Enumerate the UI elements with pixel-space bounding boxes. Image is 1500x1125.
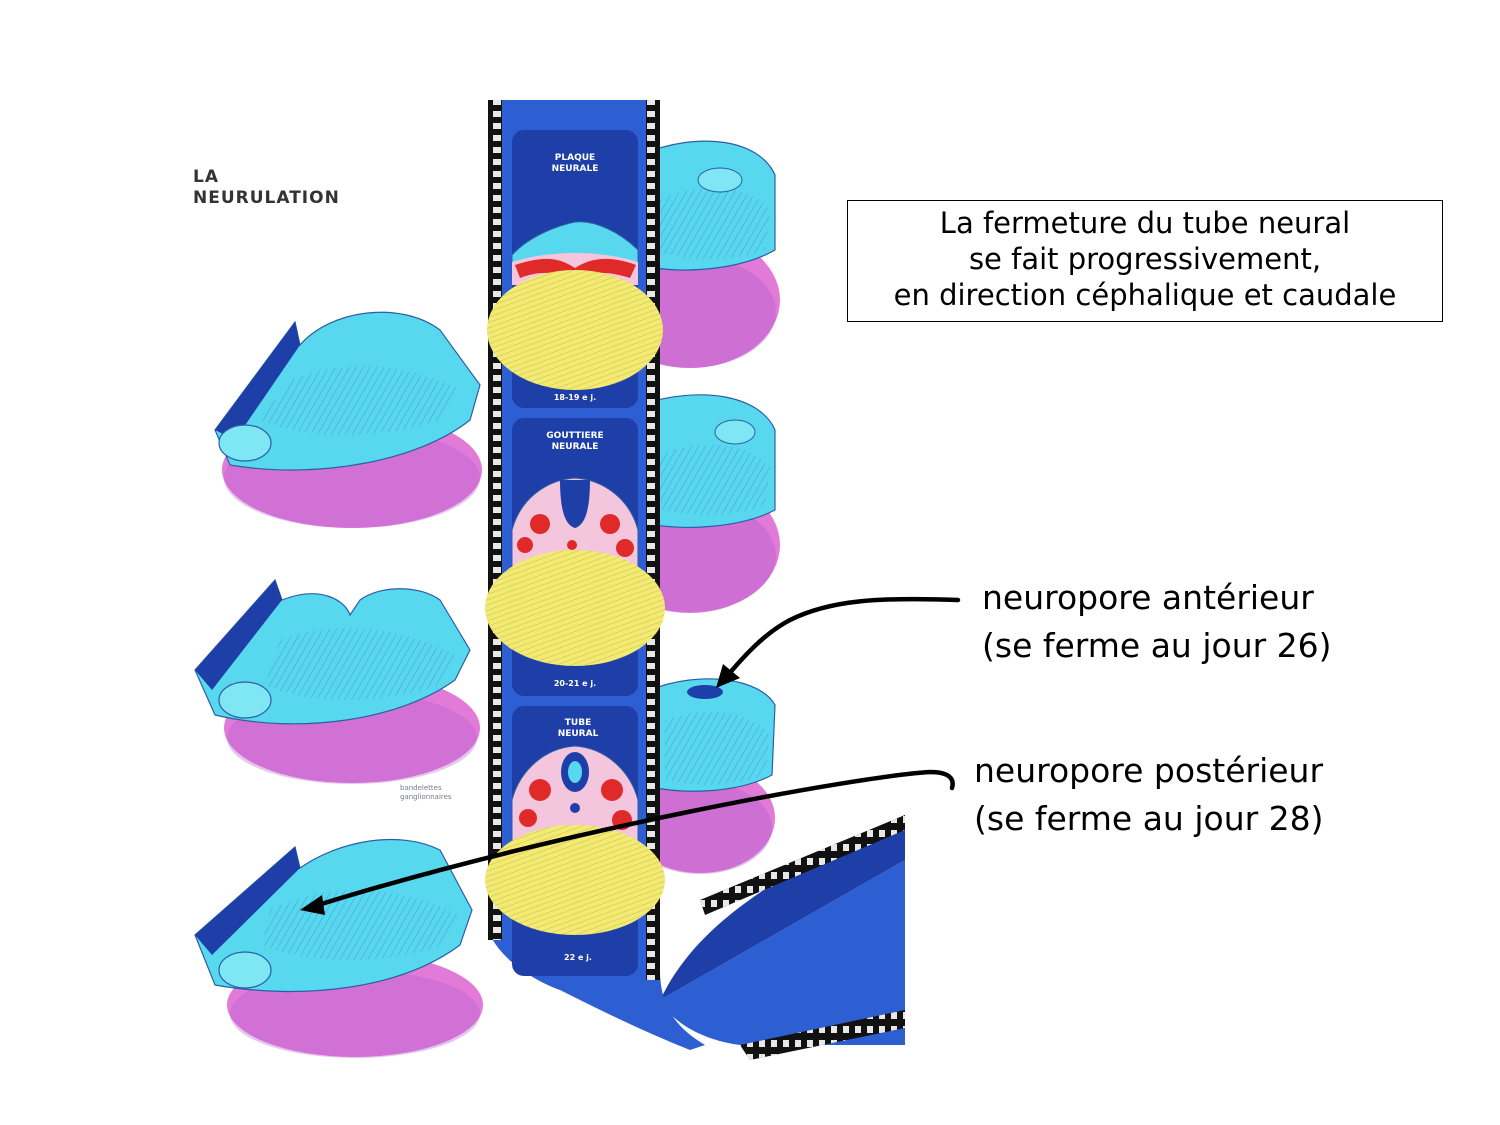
arrow-neuropore-posterieur <box>300 769 955 915</box>
annotation-neuropore-anterieur: neuropore antérieur (se ferme au jour 26… <box>982 574 1332 670</box>
annotation-anterieur-detail: (se ferme au jour 26) <box>982 626 1332 665</box>
info-box-line-3: en direction céphalique et caudale <box>893 278 1397 312</box>
poster-title: LA NEURULATION <box>193 167 340 209</box>
film-frame-1-label-1: PLAQUE <box>555 153 595 163</box>
annotation-posterieur-title: neuropore postérieur <box>974 751 1324 790</box>
annotation-neuropore-posterieur: neuropore postérieur (se ferme au jour 2… <box>974 747 1324 843</box>
film-frame-1-label-2: NEURALE <box>552 164 599 174</box>
poster-title-line-1: LA <box>193 167 219 187</box>
poster-title-line-2: NEURULATION <box>193 188 340 208</box>
film-frame-3: TUBE NEURAL 22 e j. <box>485 718 665 962</box>
film-frame-2-day: 20-21 e j. <box>554 679 596 688</box>
info-box-line-2: se fait progressivement, <box>968 242 1322 276</box>
info-box: La fermeture du tube neural se fait prog… <box>847 200 1443 322</box>
film-frame-1: PLAQUE NEURALE 18-19 e j. <box>487 153 663 402</box>
info-box-line-1: La fermeture du tube neural <box>939 206 1351 240</box>
ganglion-bands-line-2: ganglionnaires <box>400 793 452 801</box>
annotation-anterieur-title: neuropore antérieur <box>982 578 1314 617</box>
embryo-left-1 <box>214 311 482 528</box>
embryo-left-2 <box>194 578 480 784</box>
film-frame-2-label-1: GOUTTIERE <box>546 431 603 441</box>
annotation-posterieur-detail: (se ferme au jour 28) <box>974 799 1324 838</box>
film-frame-1-day: 18-19 e j. <box>554 393 596 402</box>
film-frame-2: GOUTTIERE NEURALE 20-21 e j. <box>485 431 665 688</box>
embryo-left-3 <box>194 838 483 1058</box>
ganglion-bands-line-1: bandelettes <box>400 784 442 792</box>
film-frame-3-day: 22 e j. <box>564 953 592 962</box>
film-frame-3-label-1: TUBE <box>565 718 591 728</box>
film-frame-2-label-2: NEURALE <box>552 442 599 452</box>
film-frame-3-label-2: NEURAL <box>558 729 599 739</box>
ganglion-bands-label: bandelettes ganglionnaires <box>400 784 452 802</box>
film-reel <box>660 815 905 1060</box>
embryo-right-3 <box>625 678 776 874</box>
arrow-neuropore-anterieur <box>716 596 961 688</box>
